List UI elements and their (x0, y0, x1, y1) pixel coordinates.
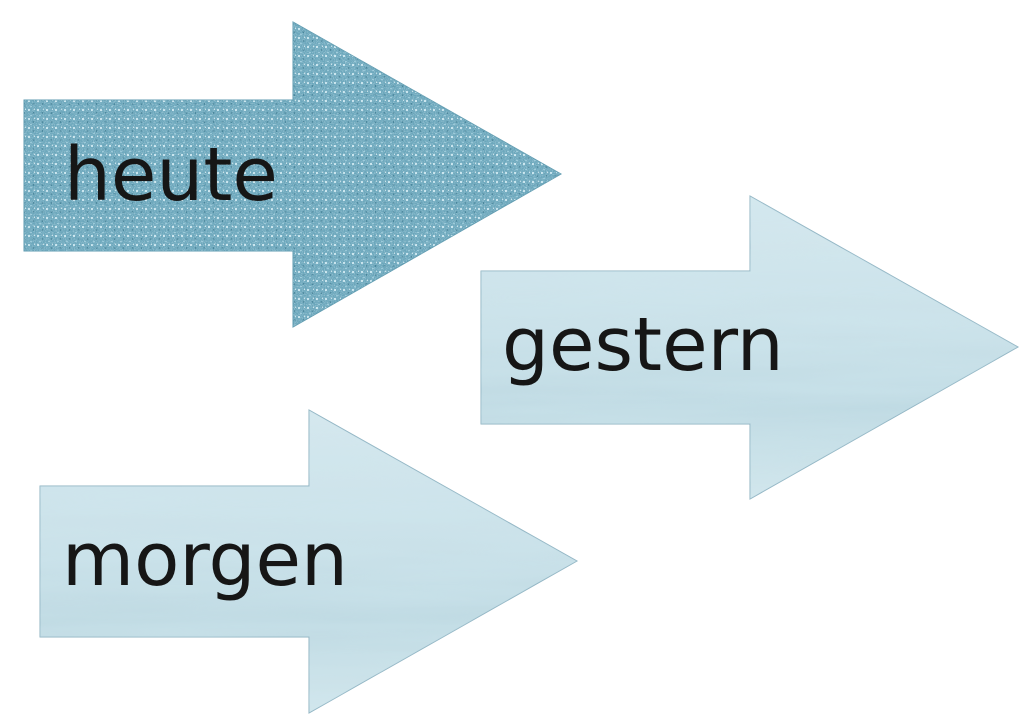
arrow-heute-label: heute (64, 132, 278, 218)
arrow-morgen: morgen (39, 409, 579, 714)
arrow-morgen-label: morgen (62, 517, 348, 603)
arrow-gestern: gestern (480, 195, 1020, 500)
arrow-heute: heute (23, 21, 563, 328)
arrow-gestern-label: gestern (502, 302, 784, 388)
